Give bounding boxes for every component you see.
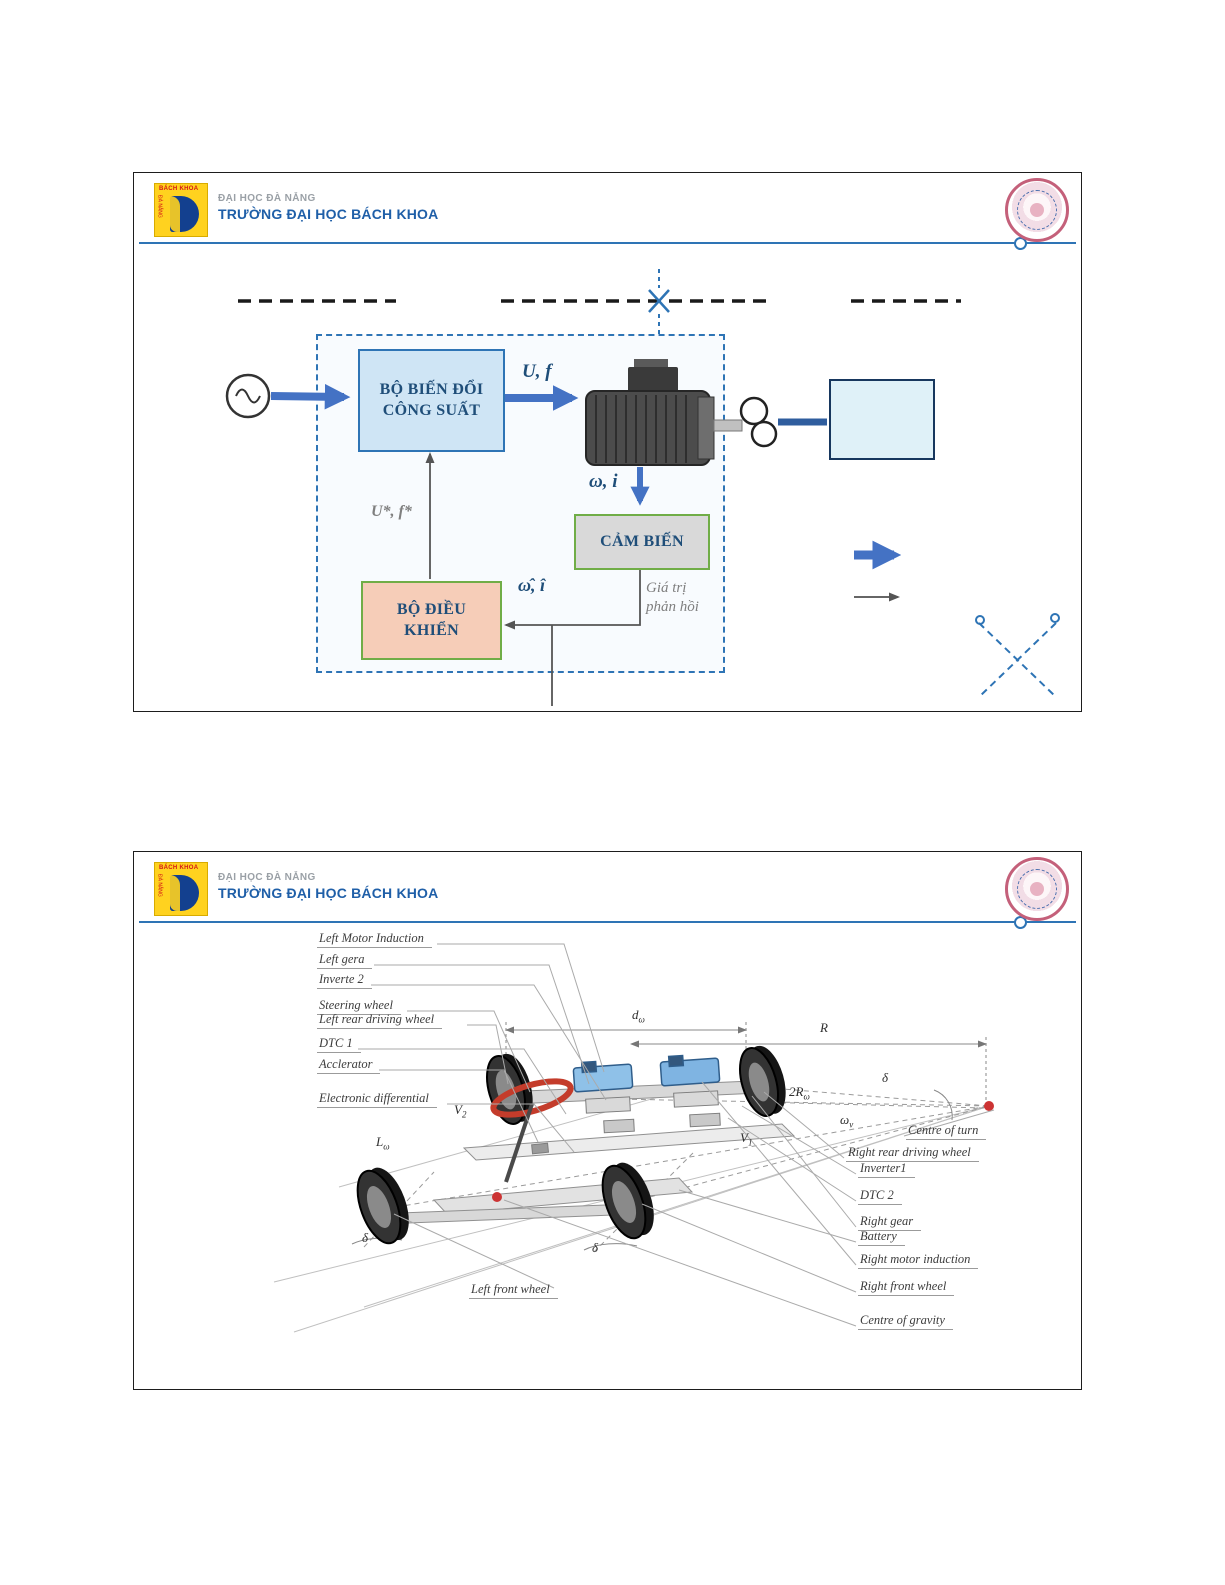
annotation-base: δ <box>882 1070 889 1085</box>
annotation-L-omega: Lω <box>376 1134 390 1152</box>
label-reference-signal: U*, f* <box>371 503 412 520</box>
steering-wheel-icon <box>490 1078 574 1183</box>
logo-side-text: ĐÀ NẴNG <box>156 195 163 218</box>
university-name: ĐẠI HỌC ĐÀ NẴNG <box>218 193 316 204</box>
label-centre-of-turn: Centre of turn <box>906 1123 987 1140</box>
reference-points <box>492 1101 994 1202</box>
centre-of-turn-dot <box>984 1101 994 1111</box>
cut-cross-icon <box>648 269 670 337</box>
header-divider <box>139 921 1076 923</box>
steering-geometry-lines <box>363 1086 990 1253</box>
annotation-2R-omega: 2Rω <box>789 1084 810 1102</box>
label-estimated-feedback: ω̂, î <box>518 575 546 595</box>
leader-lines <box>358 943 995 1327</box>
front-left-wheel <box>356 1167 409 1245</box>
power-converter-line1: BỘ BIẾN ĐỔI <box>379 380 484 398</box>
annotation-d-omega: dω <box>632 1007 645 1025</box>
annotation-base: L <box>376 1134 384 1149</box>
annotation-R: R <box>820 1020 828 1038</box>
load-block <box>829 379 935 460</box>
label-speed-current: ω, i <box>589 471 618 492</box>
header-divider <box>139 242 1076 244</box>
label-accelerator: Acclerator <box>317 1057 381 1074</box>
label-dtc-1: DTC 1 <box>317 1036 361 1053</box>
power-converter-block: BỘ BIẾN ĐỔI CÔNG SUẤT <box>358 349 505 452</box>
label-left-motor-induction: Left Motor Induction <box>317 931 432 948</box>
annotation-base: V <box>740 1130 748 1145</box>
inverter-dtc-boxes <box>531 1090 721 1155</box>
slide-1: BÁCH KHOA ĐÀ NẴNG ĐẠI HỌC ĐÀ NẴNG TRƯỜNG… <box>133 172 1082 712</box>
dut-logo: BÁCH KHOA ĐÀ NẴNG <box>154 183 208 237</box>
sensor-block: CẢM BIẾN <box>574 514 710 570</box>
label-left-front-wheel: Left front wheel <box>469 1282 558 1299</box>
label-inverter-1: Inverter1 <box>858 1161 915 1178</box>
label-left-gear: Left gera <box>317 952 373 969</box>
centre-of-gravity-dot <box>492 1192 502 1202</box>
controller-line1: BỘ ĐIỀU <box>396 600 467 618</box>
university-name: ĐẠI HỌC ĐÀ NẴNG <box>218 872 316 883</box>
label-battery: Battery <box>858 1229 905 1246</box>
power-converter-line2: CÔNG SUẤT <box>382 401 481 419</box>
annotation-sub: ω <box>638 1014 645 1025</box>
wheels <box>356 1045 786 1245</box>
school-name: TRƯỜNG ĐẠI HỌC BÁCH KHOA <box>218 885 439 901</box>
annotation-V2: V2 <box>454 1102 466 1120</box>
annotation-sub: v <box>849 1119 854 1130</box>
faculty-seal-icon <box>1005 178 1069 242</box>
annotation-base: δ <box>362 1230 369 1245</box>
controller-block: BỘ ĐIỀU KHIỂN <box>361 581 502 660</box>
ev-chassis-canvas <box>273 943 995 1333</box>
motor-image <box>585 359 743 466</box>
annotation-base: V <box>454 1102 462 1117</box>
label-voltage-frequency: U, f <box>522 361 552 382</box>
label-right-front-wheel: Right front wheel <box>858 1279 955 1296</box>
annotation-base: d <box>632 1007 639 1022</box>
annotation-delta-front-left: δ <box>362 1230 368 1248</box>
label-centre-of-gravity: Centre of gravity <box>858 1313 953 1330</box>
annotation-omega-v: ωv <box>840 1112 853 1130</box>
slide1-diagram-canvas <box>225 269 1060 706</box>
annotation-base: ω <box>840 1112 850 1127</box>
scissors-cut-icon <box>975 613 1060 698</box>
school-name: TRƯỜNG ĐẠI HỌC BÁCH KHOA <box>218 206 439 222</box>
annotation-sub: ω <box>803 1091 810 1102</box>
front-right-wheel <box>601 1162 654 1240</box>
coupling-icon <box>739 396 778 448</box>
label-steering-wheel: Steering wheel <box>317 998 401 1015</box>
annotation-sub: 1 <box>747 1137 753 1148</box>
power-flow-arrows <box>270 383 827 506</box>
header-line-dot <box>1014 237 1027 250</box>
label-right-motor-induction: Right motor induction <box>858 1252 979 1269</box>
header-line-dot <box>1014 916 1027 929</box>
faculty-seal-icon <box>1005 857 1069 921</box>
sensor-label: CẢM BIẾN <box>600 532 684 550</box>
ac-source-icon <box>225 373 271 419</box>
controller-line2: KHIỂN <box>404 621 459 639</box>
annotation-delta-right: δ <box>882 1070 888 1088</box>
annotation-sub: 2 <box>461 1109 467 1120</box>
logo-text: BÁCH KHOA <box>159 186 199 192</box>
logo-sail-cut-icon <box>170 196 180 232</box>
logo-text: BÁCH KHOA <box>159 865 199 871</box>
dut-logo: BÁCH KHOA ĐÀ NẴNG <box>154 862 208 916</box>
control-signal-lines <box>425 452 641 706</box>
rear-right-wheel <box>739 1045 786 1117</box>
slide-2: BÁCH KHOA ĐÀ NẴNG ĐẠI HỌC ĐÀ NẴNG TRƯỜNG… <box>133 851 1082 1390</box>
label-dtc-2: DTC 2 <box>858 1188 902 1205</box>
label-right-rear-driving-wheel: Right rear driving wheel <box>846 1145 979 1162</box>
annotation-base: δ <box>592 1240 599 1255</box>
logo-sail-cut-icon <box>170 875 180 911</box>
label-electronic-differential: Electronic differential <box>317 1091 437 1108</box>
label-left-rear-driving-wheel: Left rear driving wheel <box>317 1012 443 1029</box>
annotation-sub: ω <box>383 1141 390 1152</box>
logo-side-text: ĐÀ NẴNG <box>156 874 163 897</box>
label-right-gear: Right gear <box>858 1214 922 1231</box>
label-feedback-value: Giá trị phản hồi <box>646 580 699 615</box>
annotation-base: 2R <box>789 1084 804 1099</box>
label-inverter-2: Inverte 2 <box>317 972 372 989</box>
annotation-V1: V1 <box>740 1130 752 1148</box>
annotation-delta-front-mid: δ <box>592 1240 598 1258</box>
annotation-base: R <box>820 1020 828 1035</box>
